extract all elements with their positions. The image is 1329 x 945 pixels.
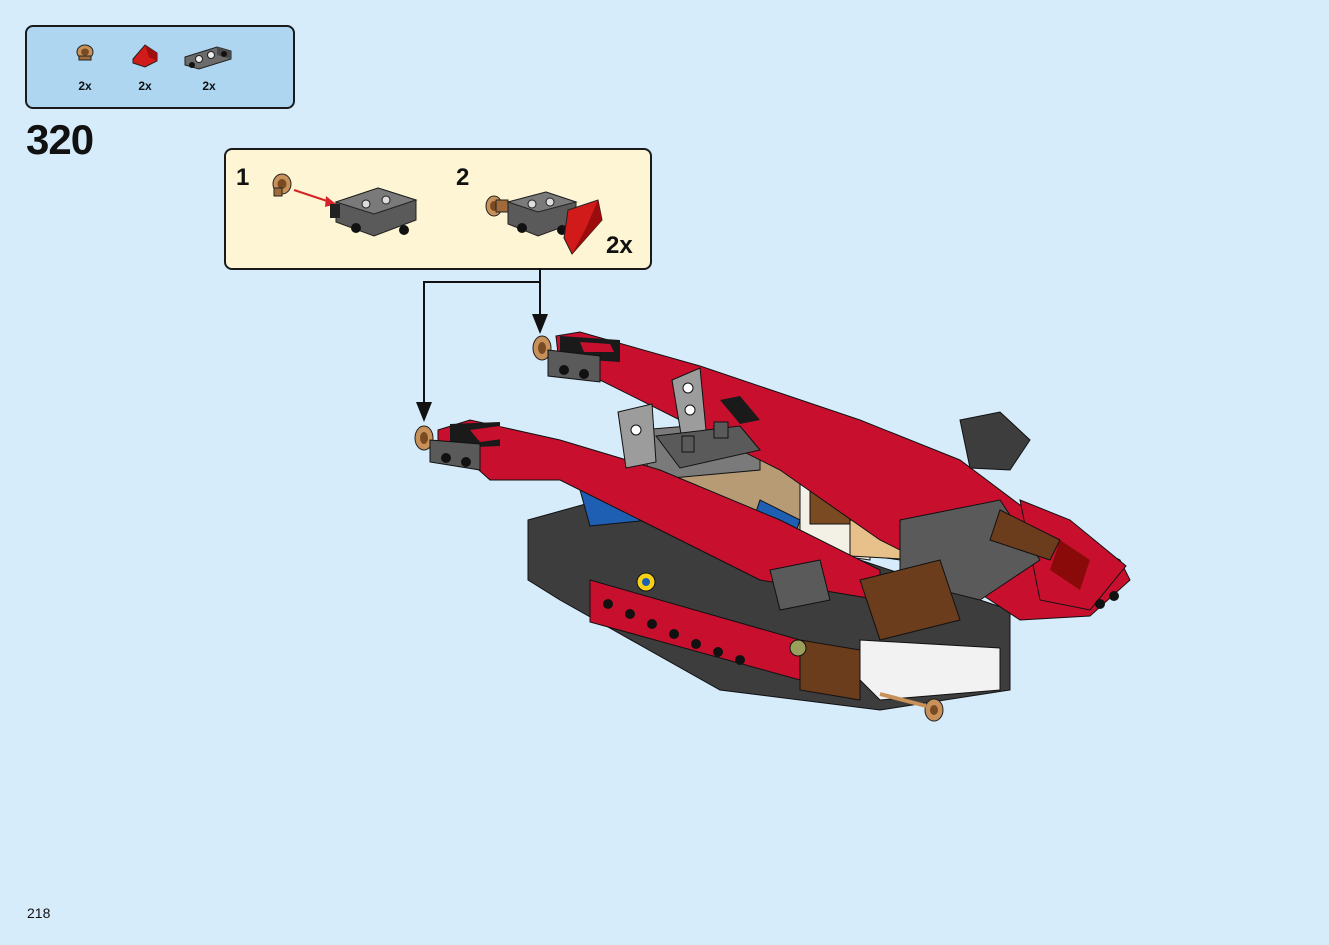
- grey-connector-brick-part-icon: [184, 46, 232, 70]
- left-red-arm: [414, 419, 881, 601]
- hull-base: [527, 499, 1011, 711]
- submodel-multiplier: 2x: [606, 232, 633, 259]
- part-grey-connector: 2x: [179, 41, 239, 97]
- substep-callout-box: 1 2 2x: [224, 148, 652, 270]
- substep-illustrations: [272, 173, 603, 255]
- red-slope-part-icon: [132, 44, 158, 68]
- bush-part-icon: [485, 195, 509, 217]
- bush-part-icon: [414, 425, 434, 451]
- bush-part-icon: [76, 44, 94, 61]
- bush-part-icon: [924, 698, 944, 722]
- grey-connector-brick-part-icon: [506, 191, 578, 237]
- part-quantity: 2x: [202, 79, 216, 93]
- arrow-head-icon: [416, 402, 432, 422]
- substep-1-label: 1: [236, 164, 250, 191]
- grey-connector-brick-part-icon: [330, 187, 418, 237]
- arrow-head-icon: [532, 314, 548, 334]
- substep-2-label: 2: [456, 164, 470, 191]
- substep-1-illustration: [272, 173, 418, 237]
- front-nose: [859, 411, 1127, 641]
- part-red-slope: 2x: [115, 41, 175, 97]
- grey-turret: [617, 367, 831, 611]
- step-number: 320: [26, 116, 94, 163]
- bush-part-icon: [272, 173, 292, 197]
- part-bush: 2x: [55, 41, 115, 97]
- bush-part-icon: [532, 335, 552, 361]
- part-quantity: 2x: [78, 79, 92, 93]
- red-slope-part-icon: [563, 199, 603, 255]
- substep-2-illustration: [485, 191, 603, 255]
- part-quantity: 2x: [138, 79, 152, 93]
- page-number: 218: [27, 905, 51, 921]
- parts-list-box: 2x 2x 2x: [25, 25, 295, 109]
